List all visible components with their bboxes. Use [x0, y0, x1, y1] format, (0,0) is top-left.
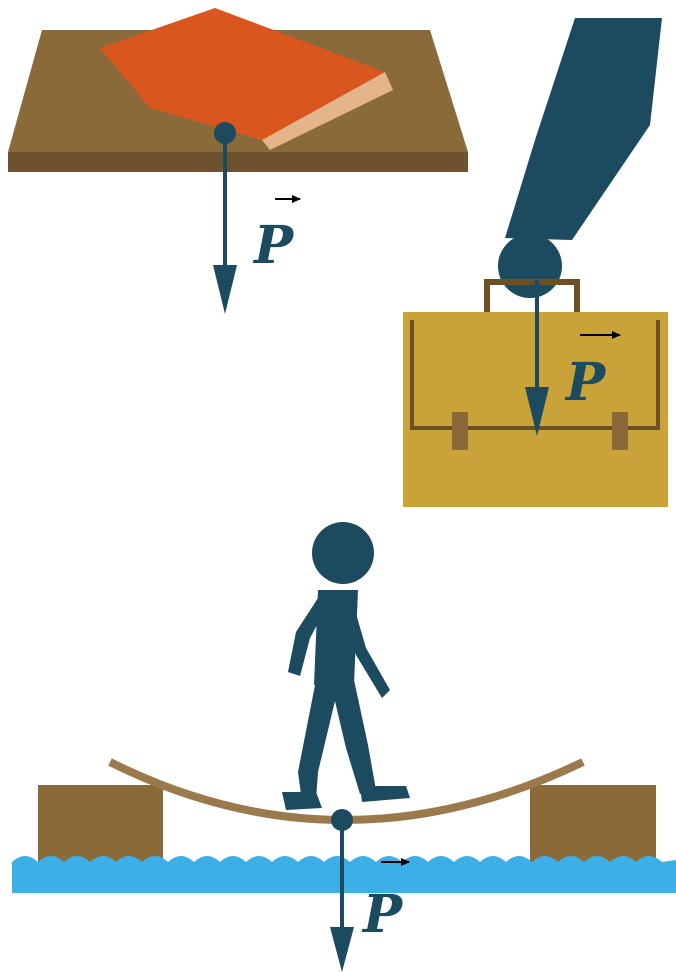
hand — [498, 234, 562, 298]
force-label: P — [564, 352, 607, 413]
walking-man — [282, 522, 410, 810]
table-edge — [8, 152, 468, 172]
clasp-right — [612, 412, 628, 450]
application-point — [214, 122, 236, 144]
weight-vector-arrowhead — [213, 265, 237, 314]
head — [312, 522, 374, 584]
force-label: P — [252, 215, 295, 276]
clasp-left — [452, 412, 468, 450]
application-point — [331, 809, 353, 831]
foot-back — [282, 792, 322, 810]
foot-front — [360, 786, 410, 802]
leg-back — [298, 680, 340, 802]
arm — [505, 18, 662, 240]
figure-book-on-table: P — [8, 8, 468, 314]
figure-man-on-bridge: P — [12, 522, 676, 972]
leg-front — [330, 680, 376, 794]
weight-vector-arrowhead — [330, 927, 354, 972]
force-label: P — [361, 884, 404, 945]
